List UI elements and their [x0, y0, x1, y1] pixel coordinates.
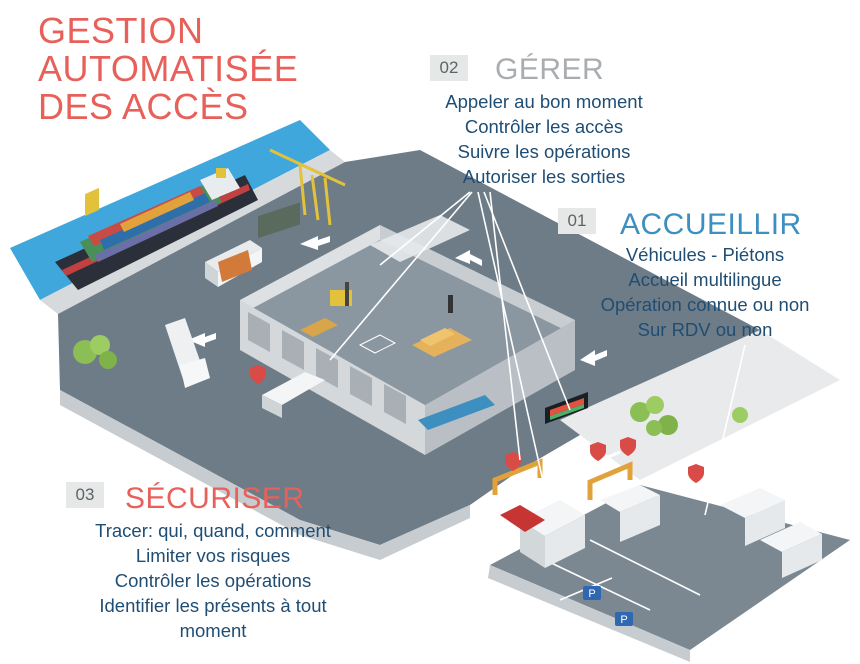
gerer-title: GÉRER	[495, 53, 605, 86]
parking-icon: P	[583, 586, 601, 600]
securiser-item: Limiter vos risques	[135, 545, 291, 566]
display-panel	[545, 392, 588, 424]
page-title-line-1: GESTION	[38, 10, 204, 51]
truck	[520, 500, 585, 568]
container-ship	[55, 168, 258, 290]
page-title-line-3: DES ACCÈS	[38, 86, 249, 127]
securiser-item: Identifier les présents à tout	[99, 595, 327, 616]
securiser-item: Contrôler les opérations	[114, 570, 312, 591]
port-crane	[269, 148, 346, 226]
truck	[720, 488, 785, 546]
securiser-item: Tracer: qui, quand, comment	[95, 520, 331, 541]
truck	[262, 372, 325, 418]
securiser-item: moment	[179, 620, 247, 641]
stacked-containers	[258, 202, 300, 239]
truck	[205, 240, 262, 287]
flow-arrows	[188, 236, 607, 366]
svg-text:P: P	[588, 588, 595, 600]
accueillir-item: Opération connue ou non	[600, 294, 810, 315]
accueillir-title: ACCUEILLIR	[620, 208, 802, 241]
truck	[165, 318, 210, 388]
warehouse	[240, 215, 575, 455]
accueillir-item: Sur RDV ou non	[637, 319, 773, 340]
page-title-line-2: AUTOMATISÉE	[38, 48, 299, 89]
accueillir-item-list: Véhicules - Piétons Accueil multilingue …	[575, 242, 835, 342]
securiser-item-list: Tracer: qui, quand, comment Limiter vos …	[60, 518, 366, 643]
securiser-title: SÉCURISER	[125, 482, 305, 515]
callout-lines	[329, 191, 746, 516]
red-zone	[500, 505, 545, 532]
truck	[760, 522, 822, 578]
gerer-item: Contrôler les accès	[464, 116, 624, 137]
truck	[600, 485, 660, 542]
accueillir-number-badge: 01	[558, 208, 596, 234]
parking-icon: P	[615, 612, 633, 626]
gerer-item: Autoriser les sorties	[462, 166, 626, 187]
securiser-number-badge: 03	[66, 482, 104, 508]
accueillir-item: Véhicules - Piétons	[625, 244, 785, 265]
gerer-number-badge: 02	[430, 55, 468, 81]
trees	[73, 335, 748, 436]
gerer-item: Appeler au bon moment	[445, 91, 643, 112]
parking-edge	[488, 565, 690, 662]
accueillir-item: Accueil multilingue	[628, 269, 782, 290]
gerer-item: Suivre les opérations	[457, 141, 631, 162]
svg-text:P: P	[620, 614, 627, 626]
security-shield-icon	[250, 365, 704, 483]
gerer-item-list: Appeler au bon moment Contrôler les accè…	[410, 89, 678, 189]
